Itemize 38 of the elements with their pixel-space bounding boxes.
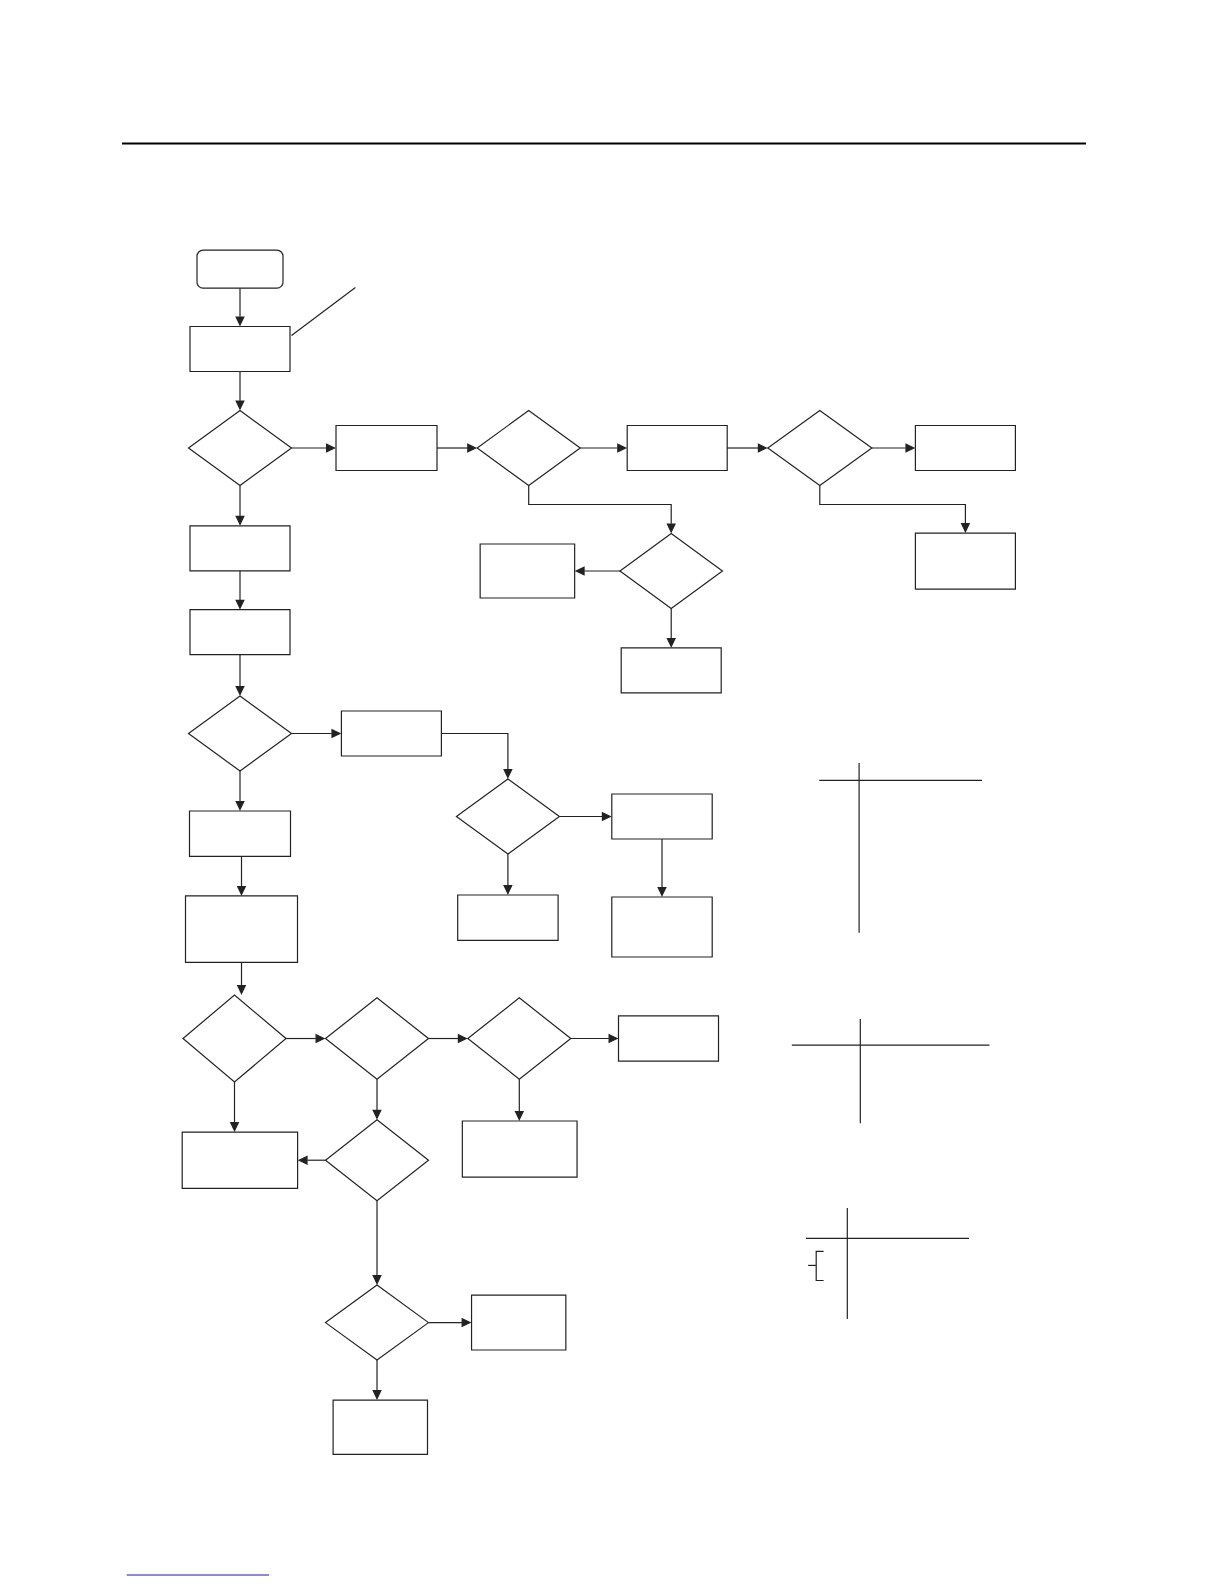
decision-diamond: [324, 1118, 430, 1202]
process-box: [335, 424, 438, 472]
decision-diamond: [618, 532, 724, 610]
process-box: [914, 424, 1016, 472]
decision-diamond: [324, 997, 430, 1080]
process-box: [620, 647, 722, 694]
decision-diamond: [324, 1284, 430, 1361]
process-box: [470, 1294, 567, 1351]
arrow: [657, 838, 667, 897]
process-box: [189, 525, 291, 572]
arrow: [440, 732, 513, 779]
process-box: [617, 1015, 720, 1062]
process-box: [461, 1120, 578, 1178]
decision-diamond: [766, 409, 873, 487]
process-box: [189, 325, 291, 373]
decision-diamond: [187, 695, 293, 772]
process-box: [340, 710, 442, 757]
process-box: [189, 609, 291, 656]
arrow: [514, 1078, 525, 1121]
arrow: [503, 853, 513, 895]
process-box: [332, 1399, 429, 1455]
arrow: [235, 654, 245, 696]
arrow: [235, 770, 245, 811]
terminal-box: [196, 249, 284, 289]
decision-diamond: [466, 997, 572, 1080]
process-box: [611, 793, 713, 840]
process-box: [184, 895, 299, 964]
arrow: [666, 607, 676, 648]
process-box: [611, 896, 713, 958]
process-box: [457, 894, 559, 941]
process-box: [914, 532, 1016, 590]
decision-diamond: [187, 409, 293, 487]
arrow: [290, 443, 336, 453]
process-box: [626, 424, 728, 472]
process-box: [188, 810, 292, 857]
process-box: [479, 543, 576, 599]
decision-diamond: [182, 994, 287, 1083]
process-box: [181, 1131, 299, 1189]
